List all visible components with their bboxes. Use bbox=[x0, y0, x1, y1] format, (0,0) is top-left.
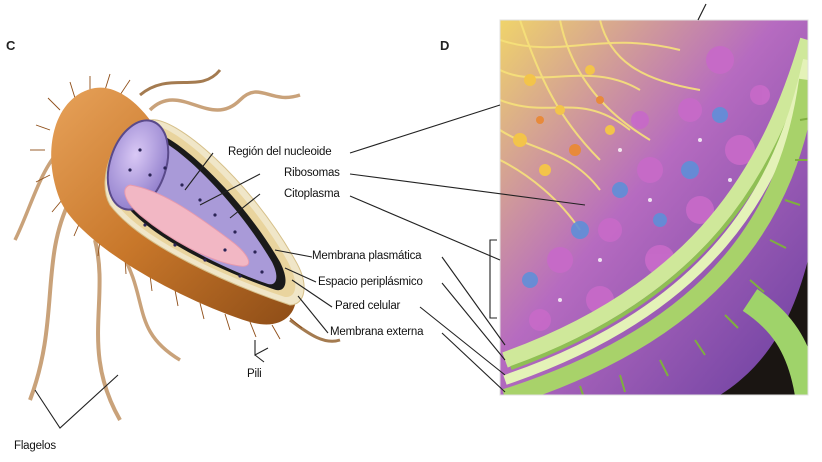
label-cell-wall: Pared celular bbox=[335, 300, 400, 312]
bacterium-illustration bbox=[15, 70, 340, 420]
panel-label-c: C bbox=[6, 38, 15, 53]
panel-label-d: D bbox=[440, 38, 449, 53]
label-nucleoid-region: Región del nucleoide bbox=[228, 146, 331, 158]
flagellum bbox=[140, 70, 220, 95]
label-outer-membrane: Membrana externa bbox=[330, 326, 423, 338]
label-pili: Pili bbox=[247, 368, 262, 380]
label-flagella: Flagelos bbox=[14, 440, 56, 452]
flagellum bbox=[150, 92, 300, 110]
membrane-closeup bbox=[500, 20, 814, 398]
label-plasma-membrane: Membrana plasmática bbox=[312, 250, 421, 262]
label-cytoplasm: Citoplasma bbox=[284, 188, 340, 200]
label-ribosomes: Ribosomas bbox=[284, 167, 340, 179]
label-periplasmic-space: Espacio periplásmico bbox=[318, 276, 423, 288]
flagellum bbox=[30, 200, 70, 400]
